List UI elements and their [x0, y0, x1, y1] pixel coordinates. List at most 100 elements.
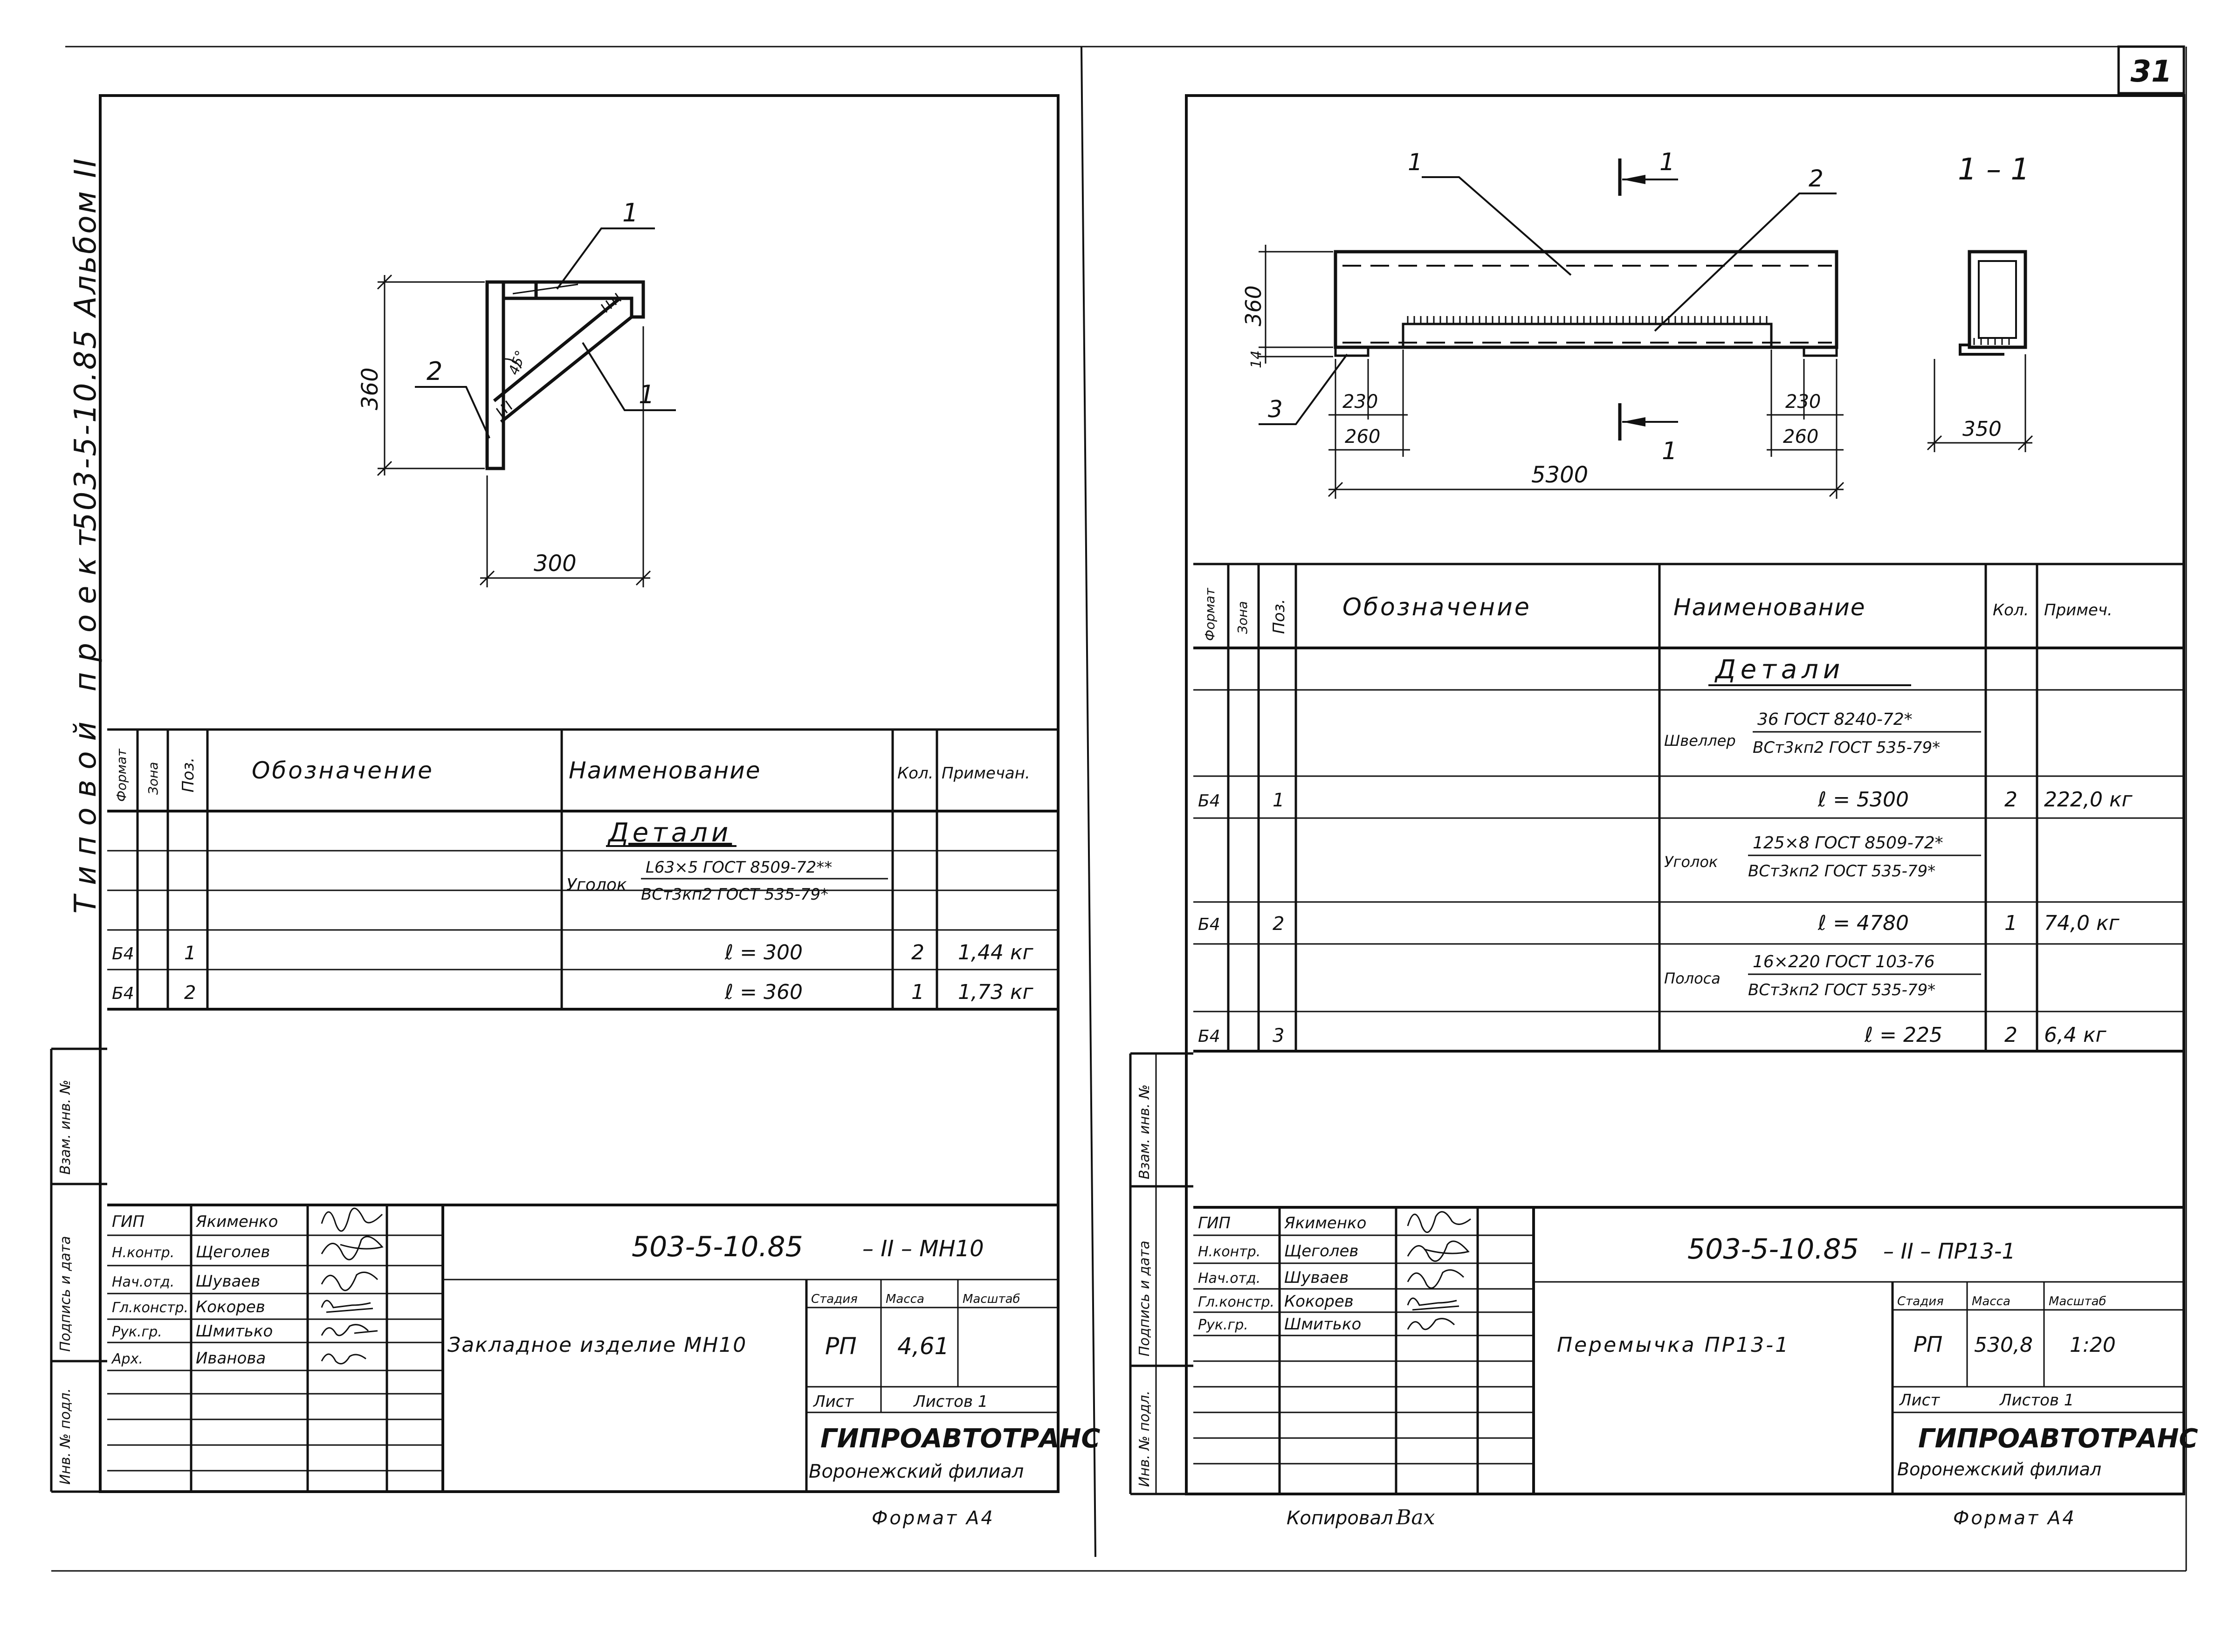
right-scale-label: Масштаб	[2049, 1294, 2106, 1308]
left-material-bottom: ВСт3кп2 ГОСТ 535-79*	[641, 885, 828, 904]
right-item1-label: Швеллер	[1664, 732, 1736, 750]
right-item2-pos: 2	[1273, 913, 1284, 935]
right-sheet-label: Лист	[1899, 1391, 1940, 1410]
left-pos1-diag: 1	[639, 380, 654, 409]
left-role-5: Рук.гр.	[112, 1324, 162, 1340]
right-item3-bottom: ВСт3кп2 ГОСТ 535-79*	[1748, 981, 1935, 999]
left-row1-format: Б4	[112, 944, 134, 964]
left-row1-name: ℓ = 300	[724, 941, 803, 964]
right-doc-code-suffix: – II – ПР13-1	[1883, 1239, 2016, 1264]
right-dim-length: 5300	[1531, 462, 1588, 488]
right-name-1: Якименко	[1284, 1214, 1366, 1232]
left-scale-label: Масштаб	[963, 1292, 1020, 1306]
right-col-designation: Обозначение	[1342, 593, 1531, 621]
left-format: Формат А4	[872, 1507, 995, 1529]
side-stamp-album: 503-5-10.85 Альбом II	[69, 157, 103, 531]
left-role-2: Н.контр.	[112, 1245, 174, 1261]
right-col-pos: Поз.	[1270, 599, 1288, 634]
left-role-1: ГИП	[112, 1212, 145, 1231]
left-col-format: Формат	[114, 749, 129, 802]
right-sheet: Инв. № подл. Подпись и дата Взам. инв. №…	[1129, 94, 2198, 1529]
left-org: ГИПРОАВТОТРАНС	[820, 1424, 1100, 1454]
left-row1-note: 1,44 кг	[958, 941, 1034, 964]
right-name-2: Щеголев	[1284, 1242, 1358, 1260]
right-col-note: Примеч.	[2044, 601, 2113, 620]
left-role-4: Гл.констр.	[112, 1300, 188, 1316]
left-name-3: Шуваев	[196, 1272, 260, 1291]
right-item2-qty: 1	[2004, 911, 2017, 935]
right-item3-note: 6,4 кг	[2044, 1023, 2107, 1047]
left-mass: 4,61	[897, 1333, 949, 1360]
right-item3-len: ℓ = 225	[1864, 1023, 1942, 1047]
right-doc-code: 503-5-10.85	[1687, 1233, 1859, 1266]
left-margin-strip: Инв. № подл. Подпись и дата Взам. инв. №	[50, 1047, 107, 1493]
right-margin-label-sign: Подпись и дата	[1136, 1241, 1153, 1357]
right-dim-260-right: 260	[1783, 426, 1818, 447]
right-drawing: 1 1 1 2 3 360 14 230	[1241, 148, 2033, 499]
left-role-6: Арх.	[111, 1351, 143, 1367]
margin-label-sign: Подпись и дата	[57, 1236, 74, 1352]
right-pos2: 2	[1809, 165, 1824, 192]
right-mass-label: Масса	[1972, 1294, 2010, 1308]
left-material-top: L63×5 ГОСТ 8509-72**	[646, 858, 832, 877]
copied-by-label: Копировал	[1287, 1507, 1393, 1529]
right-branch: Воронежский филиал	[1897, 1459, 2101, 1480]
right-dim-height: 360	[1241, 285, 1266, 326]
right-stage: РП	[1913, 1332, 1942, 1357]
margin-label-replace: Взам. инв. №	[57, 1080, 74, 1175]
right-spec-table: Формат Зона Поз. Обозначение Наименовани…	[1193, 563, 2184, 1053]
right-signatures	[1407, 1211, 1471, 1330]
right-doc-title: Перемычка ПР13-1	[1557, 1333, 1790, 1357]
sheet-number: 31	[2130, 55, 2172, 89]
right-org: ГИПРОАВТОТРАНС	[1918, 1424, 2198, 1454]
left-drawing: 45° 1 1 2 360 300	[357, 198, 676, 587]
right-col-zone: Зона	[1235, 601, 1250, 634]
copied-by-signature: Вах	[1396, 1506, 1435, 1529]
left-row2-qty: 1	[911, 980, 924, 1004]
left-doc-code: 503-5-10.85	[632, 1231, 803, 1263]
right-dim-small: 14	[1248, 351, 1265, 368]
weld-ticks	[1407, 316, 1768, 324]
right-item1-qty: 2	[2004, 788, 2017, 812]
right-section-title: Детали	[1714, 654, 1845, 685]
left-pos1-top: 1	[622, 198, 638, 227]
right-item2-format: Б4	[1198, 915, 1220, 934]
left-material-label: Уголок	[566, 875, 627, 895]
right-pos3: 3	[1268, 396, 1283, 423]
left-name-1: Якименко	[195, 1212, 278, 1231]
margin-label-inv: Инв. № подл.	[57, 1388, 74, 1485]
right-item3-qty: 2	[2004, 1023, 2017, 1047]
left-name-2: Щеголев	[196, 1243, 270, 1261]
left-section-title: Детали	[607, 818, 732, 848]
right-role-3: Нач.отд.	[1198, 1270, 1260, 1287]
left-row2-format: Б4	[112, 984, 134, 1003]
right-format: Формат А4	[1953, 1507, 2076, 1529]
left-role-3: Нач.отд.	[112, 1274, 174, 1290]
left-name-6: Иванова	[196, 1349, 266, 1368]
left-mass-label: Масса	[886, 1292, 924, 1306]
left-title-block: 503-5-10.85 – II – МН10 ГИП Н.контр. Нач…	[107, 1204, 1100, 1492]
left-row2-note: 1,73 кг	[958, 980, 1034, 1004]
left-sheet: Инв. № подл. Подпись и дата Взам. инв. №	[50, 94, 1100, 1529]
right-role-4: Гл.констр.	[1198, 1294, 1274, 1310]
right-name-3: Шуваев	[1284, 1268, 1349, 1287]
left-stage: РП	[825, 1333, 857, 1360]
left-name-5: Шмитько	[196, 1322, 273, 1341]
right-item2-bottom: ВСт3кп2 ГОСТ 535-79*	[1748, 862, 1935, 881]
right-stage-label: Стадия	[1897, 1294, 1944, 1308]
right-dim-230-right: 230	[1785, 391, 1821, 413]
right-sheets-label: Листов 1	[1999, 1391, 2074, 1410]
left-col-note: Примечан.	[942, 764, 1030, 783]
right-item2-top: 125×8 ГОСТ 8509-72*	[1753, 833, 1943, 853]
cut-mark-top: 1	[1659, 148, 1675, 176]
left-doc-title: Закладное изделие МН10	[447, 1333, 747, 1357]
right-mass: 530,8	[1974, 1333, 2033, 1357]
right-dim-260-left: 260	[1345, 426, 1380, 447]
left-spec-table: Формат Зона Поз. Обозначение Наименовани…	[107, 728, 1058, 1011]
right-dim-section: 350	[1962, 417, 2002, 441]
left-pos2: 2	[427, 357, 442, 386]
right-item3-top: 16×220 ГОСТ 103-76	[1753, 952, 1935, 971]
left-name-4: Кокорев	[196, 1298, 265, 1316]
left-row1-pos: 1	[184, 943, 196, 964]
